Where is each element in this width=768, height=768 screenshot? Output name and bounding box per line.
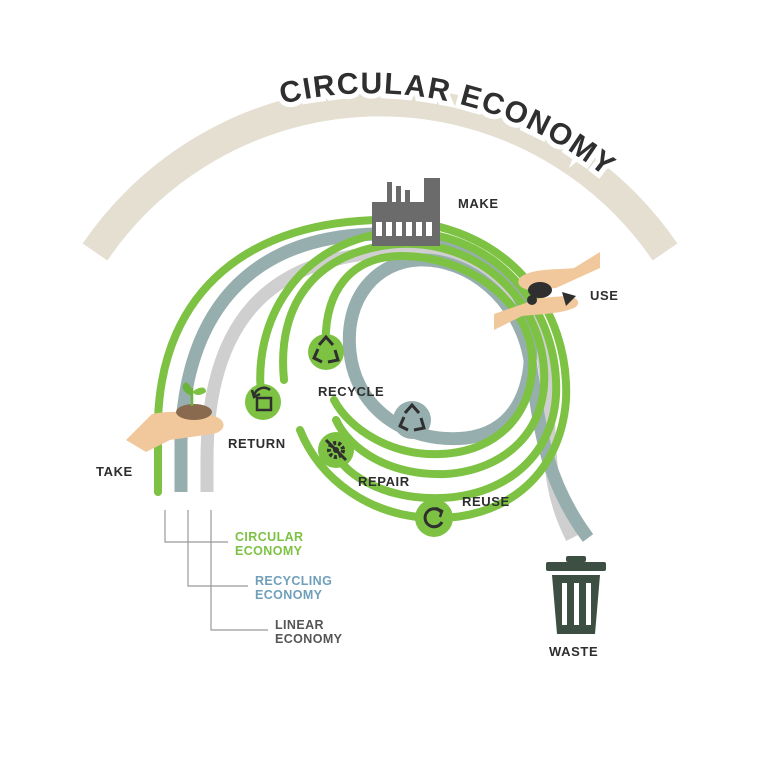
- legend-connectors: [164, 510, 268, 631]
- label-return: RETURN: [228, 436, 286, 451]
- repair-gear-icon: [318, 432, 354, 468]
- label-repair: REPAIR: [358, 474, 410, 489]
- legend-recycling: RECYCLING ECONOMY: [255, 574, 332, 602]
- label-reuse: REUSE: [462, 494, 510, 509]
- label-use: USE: [590, 288, 619, 303]
- svg-text:ECONOMY: ECONOMY: [235, 544, 303, 558]
- label-recycle: RECYCLE: [318, 384, 384, 399]
- recycle-icon-recycling-loop: [393, 401, 431, 439]
- recycle-icon: [308, 334, 344, 370]
- hands-exchange-icon: [494, 252, 600, 330]
- legend-circular: CIRCULAR ECONOMY: [235, 530, 303, 558]
- svg-text:CIRCULAR: CIRCULAR: [235, 530, 303, 544]
- hand-seedling-icon: [126, 382, 224, 452]
- label-waste: WASTE: [549, 644, 598, 659]
- circular-economy-path: [154, 215, 571, 523]
- label-make: MAKE: [458, 196, 499, 211]
- svg-text:ECONOMY: ECONOMY: [275, 632, 343, 646]
- legend-linear: LINEAR ECONOMY: [275, 618, 343, 646]
- recycling-economy-path: [174, 227, 594, 542]
- svg-text:RECYCLING: RECYCLING: [255, 574, 332, 588]
- trash-bin-icon: [546, 556, 606, 634]
- svg-text:ECONOMY: ECONOMY: [255, 588, 323, 602]
- title-arc: [82, 86, 678, 261]
- svg-text:LINEAR: LINEAR: [275, 618, 324, 632]
- reuse-arrow-icon: [415, 499, 453, 537]
- factory-icon: [372, 178, 440, 246]
- label-take: TAKE: [96, 464, 133, 479]
- return-box-icon: [245, 384, 281, 420]
